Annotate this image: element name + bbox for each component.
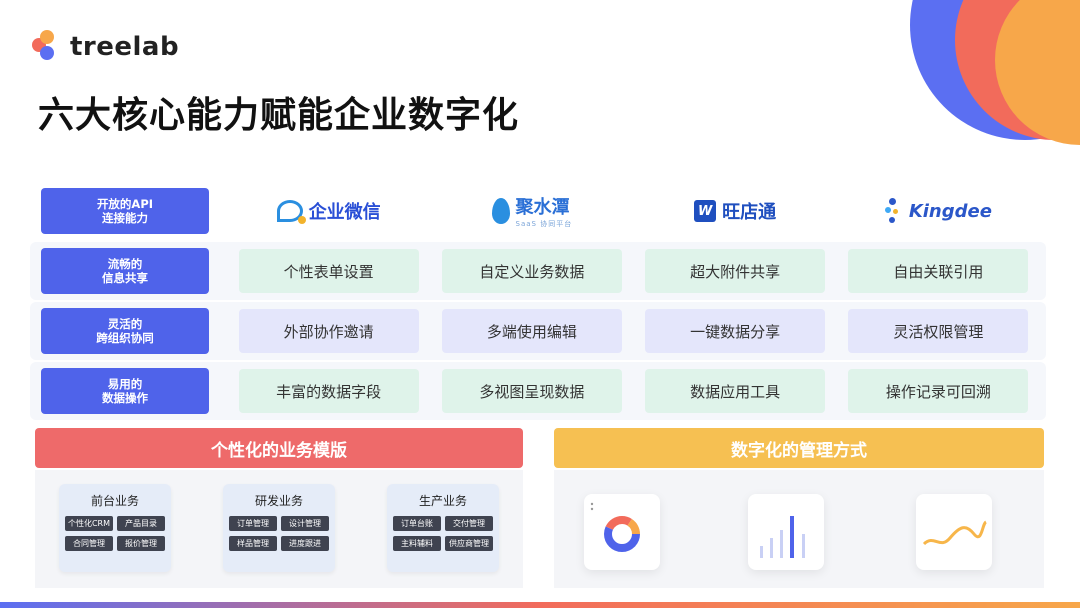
feature-cell: 外部协作邀请	[238, 309, 419, 353]
bar-chart-icon	[748, 494, 824, 570]
donut-chart-icon	[584, 494, 660, 570]
water-drop-icon	[491, 198, 510, 224]
template-card: 前台业务 个性化CRM 产品目录 合同管理 报价管理	[59, 484, 171, 572]
template-tag: 交付管理	[445, 516, 493, 531]
template-card: 生产业务 订单台账 交付管理 主料辅料 供应商管理	[387, 484, 499, 572]
feature-cell: 数据应用工具	[645, 369, 826, 413]
row-label: 流畅的信息共享	[41, 248, 209, 294]
section-header-management: 数字化的管理方式	[554, 428, 1044, 468]
treelab-logo-icon	[30, 30, 64, 64]
section-header-templates: 个性化的业务模版	[35, 428, 523, 468]
feature-cell: 一键数据分享	[645, 309, 826, 353]
feature-cell: 丰富的数据字段	[238, 369, 419, 413]
wecom-icon	[276, 200, 306, 224]
template-card: 研发业务 订单管理 设计管理 样品管理 进度跟进	[223, 484, 335, 572]
templates-panel: 前台业务 个性化CRM 产品目录 合同管理 报价管理 研发业务 订单管理 设计管…	[35, 470, 523, 588]
template-tag: 样品管理	[229, 536, 277, 551]
capability-row-collab: 灵活的跨组织协同 外部协作邀请 多端使用编辑 一键数据分享 灵活权限管理	[30, 302, 1046, 360]
feature-cell: 多视图呈现数据	[441, 369, 622, 413]
feature-cell: 操作记录可回溯	[848, 369, 1029, 413]
template-tag: 报价管理	[117, 536, 165, 551]
template-tag: 订单管理	[229, 516, 277, 531]
feature-cell: 个性表单设置	[238, 249, 419, 293]
template-tag: 合同管理	[65, 536, 113, 551]
brand-name: treelab	[70, 32, 180, 62]
wdt-icon: W	[694, 200, 717, 222]
feature-cell: 多端使用编辑	[441, 309, 622, 353]
line-chart-icon	[916, 494, 992, 570]
row-label: 灵活的跨组织协同	[41, 308, 209, 354]
template-card-title: 研发业务	[254, 494, 303, 508]
management-panel	[554, 470, 1044, 588]
wangdiantong-logo: W 旺店通	[645, 189, 825, 233]
template-tag: 订单台账	[393, 516, 441, 531]
capability-row-data: 易用的数据操作 丰富的数据字段 多视图呈现数据 数据应用工具 操作记录可回溯	[30, 362, 1046, 420]
row-label: 易用的数据操作	[41, 368, 209, 414]
template-tag: 设计管理	[281, 516, 329, 531]
wecom-logo: 企业微信	[239, 189, 419, 233]
kingdee-logo: Kingdee	[848, 189, 1028, 233]
template-card-title: 前台业务	[90, 494, 139, 508]
brand-logo: treelab	[30, 30, 179, 64]
template-card-title: 生产业务	[418, 494, 467, 508]
template-tag: 进度跟进	[281, 536, 329, 551]
feature-cell: 超大附件共享	[645, 249, 826, 293]
feature-cell: 灵活权限管理	[848, 309, 1029, 353]
template-tag: 主料辅料	[393, 536, 441, 551]
feature-cell: 自由关联引用	[848, 249, 1029, 293]
template-tag: 个性化CRM	[65, 516, 113, 531]
template-tag: 产品目录	[117, 516, 165, 531]
bottom-gradient-bar	[0, 602, 1080, 608]
capability-row-sharing: 流畅的信息共享 个性表单设置 自定义业务数据 超大附件共享 自由关联引用	[30, 242, 1046, 300]
kingdee-dots-icon	[884, 198, 903, 224]
template-tag: 供应商管理	[445, 536, 493, 551]
corner-decoration	[910, 0, 1080, 145]
page-title: 六大核心能力赋能企业数字化	[38, 95, 520, 136]
feature-cell: 自定义业务数据	[441, 249, 622, 293]
